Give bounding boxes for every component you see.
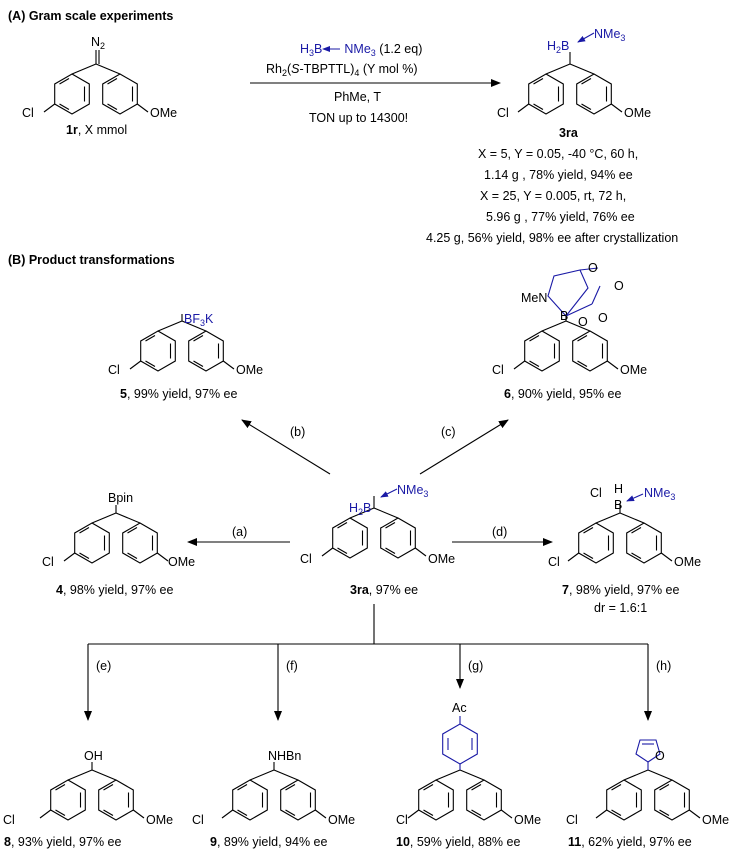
svg-text:H2B: H2B — [349, 501, 371, 517]
svg-text:(d): (d) — [492, 525, 507, 539]
svg-text:4, 98% yield, 97% ee: 4, 98% yield, 97% ee — [56, 583, 173, 597]
svg-text:O: O — [578, 315, 588, 329]
product-5: BF3K Cl OMe 5, 99% yield, 97% ee — [108, 312, 263, 401]
chloro-group: Cl — [22, 106, 34, 120]
arrow-b — [241, 419, 331, 475]
svg-text:Cl: Cl — [497, 106, 509, 120]
svg-text:(b): (b) — [290, 425, 305, 439]
svg-text:Cl: Cl — [548, 555, 560, 569]
svg-text:B: B — [560, 309, 568, 323]
product-4: Bpin Cl OMe 4, 98% yield, 97% ee — [42, 491, 195, 597]
branch-lines — [84, 604, 652, 721]
svg-text:MeN: MeN — [521, 291, 547, 305]
svg-text:5, 99% yield, 97% ee: 5, 99% yield, 97% ee — [120, 387, 237, 401]
svg-text:dr = 1.6:1: dr = 1.6:1 — [594, 601, 647, 615]
svg-text:10, 59% yield, 88% ee: 10, 59% yield, 88% ee — [396, 835, 520, 849]
product-6: O O MeN B O O Cl OMe 6, 90% yield, 95% e… — [492, 261, 647, 401]
svg-text:NMe3: NMe3 — [594, 27, 625, 43]
svg-text:O: O — [598, 311, 608, 325]
gram-scale-results: X = 5, Y = 0.05, -40 °C, 60 h, 1.14 g , … — [426, 147, 678, 245]
svg-text:Cl: Cl — [3, 813, 15, 827]
svg-text:OMe: OMe — [236, 363, 263, 377]
svg-text:Ac: Ac — [452, 701, 467, 715]
svg-text:H: H — [614, 482, 623, 496]
product-7: Cl H B NMe3 Cl OMe 7, 98% yield, 97% ee … — [548, 482, 701, 615]
svg-text:NMe3: NMe3 — [397, 483, 428, 499]
svg-text:5.96 g , 77% yield, 76% ee: 5.96 g , 77% yield, 76% ee — [486, 210, 635, 224]
product-10: Ac Cl OMe 10, 59% yield, 88% ee — [396, 701, 541, 849]
product-9: NHBn Cl OMe 9, 89% yield, 94% ee — [192, 749, 355, 849]
svg-text:NHBn: NHBn — [268, 749, 301, 763]
product-8: OH Cl OMe 8, 93% yield, 97% ee — [3, 749, 173, 849]
product-label: 3ra — [559, 126, 579, 140]
condition-catalyst: Rh2(S-TBPTTL)4 (Y mol %) — [266, 62, 418, 78]
sm-label: 1r, X mmol — [66, 123, 127, 137]
svg-text:9, 89% yield, 94% ee: 9, 89% yield, 94% ee — [210, 835, 327, 849]
svg-text:Cl: Cl — [590, 486, 602, 500]
svg-text:OMe: OMe — [428, 552, 455, 566]
product-11: O Cl OMe 11, 62% yield, 97% ee — [566, 739, 729, 849]
svg-text:OMe: OMe — [514, 813, 541, 827]
svg-text:4.25 g, 56% yield, 98% ee afte: 4.25 g, 56% yield, 98% ee after crystall… — [426, 231, 678, 245]
arrow-c — [419, 419, 509, 475]
svg-text:Cl: Cl — [192, 813, 204, 827]
svg-text:OMe: OMe — [674, 555, 701, 569]
svg-text:X = 25, Y = 0.005, rt, 72 h,: X = 25, Y = 0.005, rt, 72 h, — [480, 189, 626, 203]
svg-text:Cl: Cl — [300, 552, 312, 566]
svg-text:NMe3: NMe3 — [644, 486, 675, 502]
svg-text:H2B: H2B — [547, 39, 569, 55]
svg-text:Cl: Cl — [492, 363, 504, 377]
arrow-g-label: (g) — [468, 659, 483, 673]
arrow-f-label: (f) — [286, 659, 298, 673]
center-label: 3ra, 97% ee — [350, 583, 418, 597]
svg-text:OMe: OMe — [168, 555, 195, 569]
svg-text:7, 98% yield, 97% ee: 7, 98% yield, 97% ee — [562, 583, 679, 597]
methoxy-group: OMe — [150, 106, 177, 120]
arrow-h-label: (h) — [656, 659, 671, 673]
svg-text:6, 90% yield, 95% ee: 6, 90% yield, 95% ee — [504, 387, 621, 401]
starting-material-1r: N2 Cl OMe 1r, X mmol — [22, 35, 177, 137]
svg-text:Cl: Cl — [42, 555, 54, 569]
svg-text:11, 62% yield, 97% ee: 11, 62% yield, 97% ee — [568, 835, 692, 849]
svg-text:1.14 g , 78% yield, 94% ee: 1.14 g , 78% yield, 94% ee — [484, 168, 633, 182]
arrow-e-label: (e) — [96, 659, 111, 673]
svg-text:BF3K: BF3K — [184, 312, 214, 328]
svg-text:OMe: OMe — [702, 813, 729, 827]
condition-ton: TON up to 14300! — [309, 111, 408, 125]
svg-text:OMe: OMe — [146, 813, 173, 827]
center-3ra: H2B NMe3 Cl OMe 3ra, 97% ee — [300, 483, 455, 597]
svg-text:OMe: OMe — [328, 813, 355, 827]
svg-text:Cl: Cl — [566, 813, 578, 827]
svg-text:Cl: Cl — [396, 813, 408, 827]
section-b-title: (B) Product transformations — [8, 253, 175, 267]
svg-text:N2: N2 — [91, 35, 105, 51]
svg-text:B: B — [614, 498, 622, 512]
section-a-title: (A) Gram scale experiments — [8, 9, 173, 23]
svg-text:O: O — [614, 279, 624, 293]
svg-text:Cl: Cl — [108, 363, 120, 377]
svg-text:O: O — [655, 749, 665, 763]
svg-text:OMe: OMe — [620, 363, 647, 377]
svg-text:(a): (a) — [232, 525, 247, 539]
svg-text:Bpin: Bpin — [108, 491, 133, 505]
svg-text:OH: OH — [84, 749, 103, 763]
svg-text:8, 93% yield, 97% ee: 8, 93% yield, 97% ee — [4, 835, 121, 849]
condition-solvent: PhMe, T — [334, 90, 381, 104]
product-3ra: H2B NMe3 Cl OMe 3ra — [497, 27, 651, 140]
svg-text:O: O — [588, 261, 598, 275]
svg-text:OMe: OMe — [624, 106, 651, 120]
svg-text:(c): (c) — [441, 425, 456, 439]
svg-text:X = 5, Y = 0.05, -40 °C, 60 h,: X = 5, Y = 0.05, -40 °C, 60 h, — [478, 147, 638, 161]
